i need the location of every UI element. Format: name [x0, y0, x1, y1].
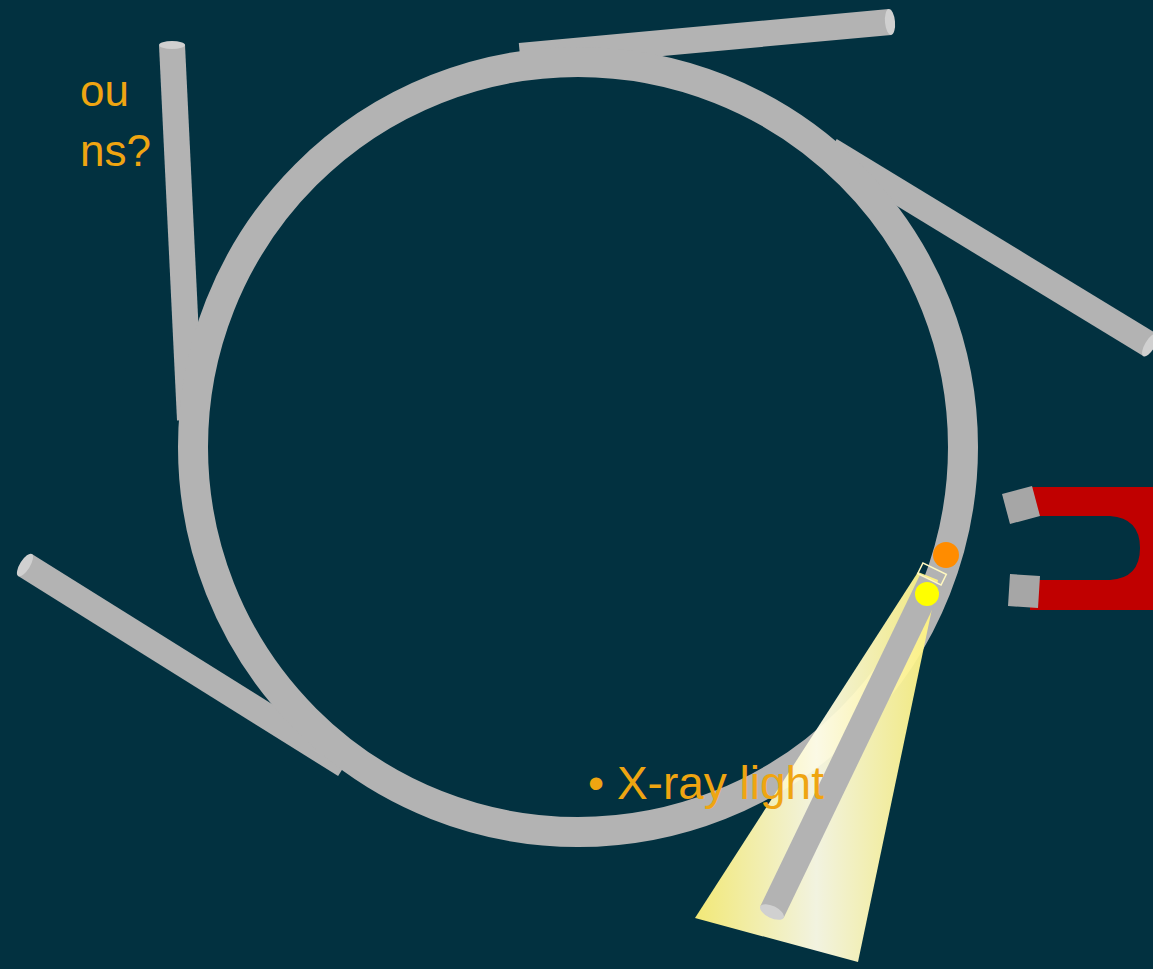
- photon: [915, 582, 939, 606]
- slide-text: ou: [80, 66, 129, 117]
- bending-magnet: [1002, 486, 1153, 610]
- slide-text: ns?: [80, 126, 151, 177]
- electron: [933, 542, 959, 568]
- x-ray-beamline: [772, 580, 932, 912]
- tube-end: [758, 901, 787, 923]
- slide-text: • X-ray light: [588, 757, 824, 810]
